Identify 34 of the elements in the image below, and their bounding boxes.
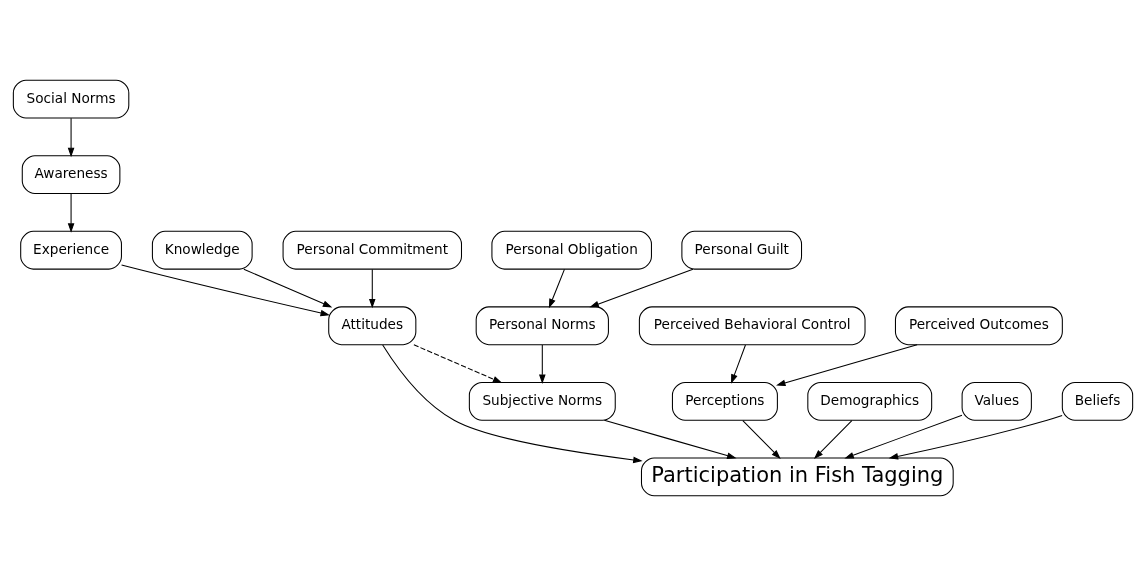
node-box: Participation in Fish Tagging (640, 457, 954, 496)
node-box: Perceived Outcomes (894, 305, 1063, 345)
arrow (67, 192, 75, 233)
arrow (67, 117, 75, 157)
node-box: Attitudes (328, 305, 417, 345)
arrow (844, 414, 963, 459)
node-box: Subjective Norms (468, 381, 616, 421)
node-box: Knowledge (151, 230, 253, 270)
arrow (548, 268, 565, 308)
arrow (413, 343, 503, 383)
node-box: Values (961, 381, 1032, 421)
arrow (539, 343, 546, 384)
node-box: Experience (20, 230, 122, 270)
arrow (121, 264, 330, 316)
arrow (589, 268, 694, 307)
node-box: Personal Commitment (282, 230, 462, 270)
arrow (813, 419, 853, 459)
arrow (603, 419, 737, 459)
arrow (888, 414, 1063, 460)
arrow (776, 343, 918, 386)
arrow (731, 343, 746, 384)
node-box: Personal Guilt (681, 230, 803, 270)
node-box: Social Norms (12, 79, 130, 118)
node-box: Personal Norms (475, 305, 609, 345)
node-box: Demographics (807, 381, 933, 421)
node-box: Perceptions (671, 381, 778, 421)
node-box: Beliefs (1061, 381, 1134, 421)
arrow (368, 268, 376, 308)
arrow (382, 343, 643, 463)
node-box: Awareness (21, 154, 121, 194)
node-box: Perceived Behavioral Control (638, 305, 866, 345)
arrow (742, 419, 781, 459)
node-box: Personal Obligation (491, 230, 652, 270)
arrow (243, 268, 333, 307)
